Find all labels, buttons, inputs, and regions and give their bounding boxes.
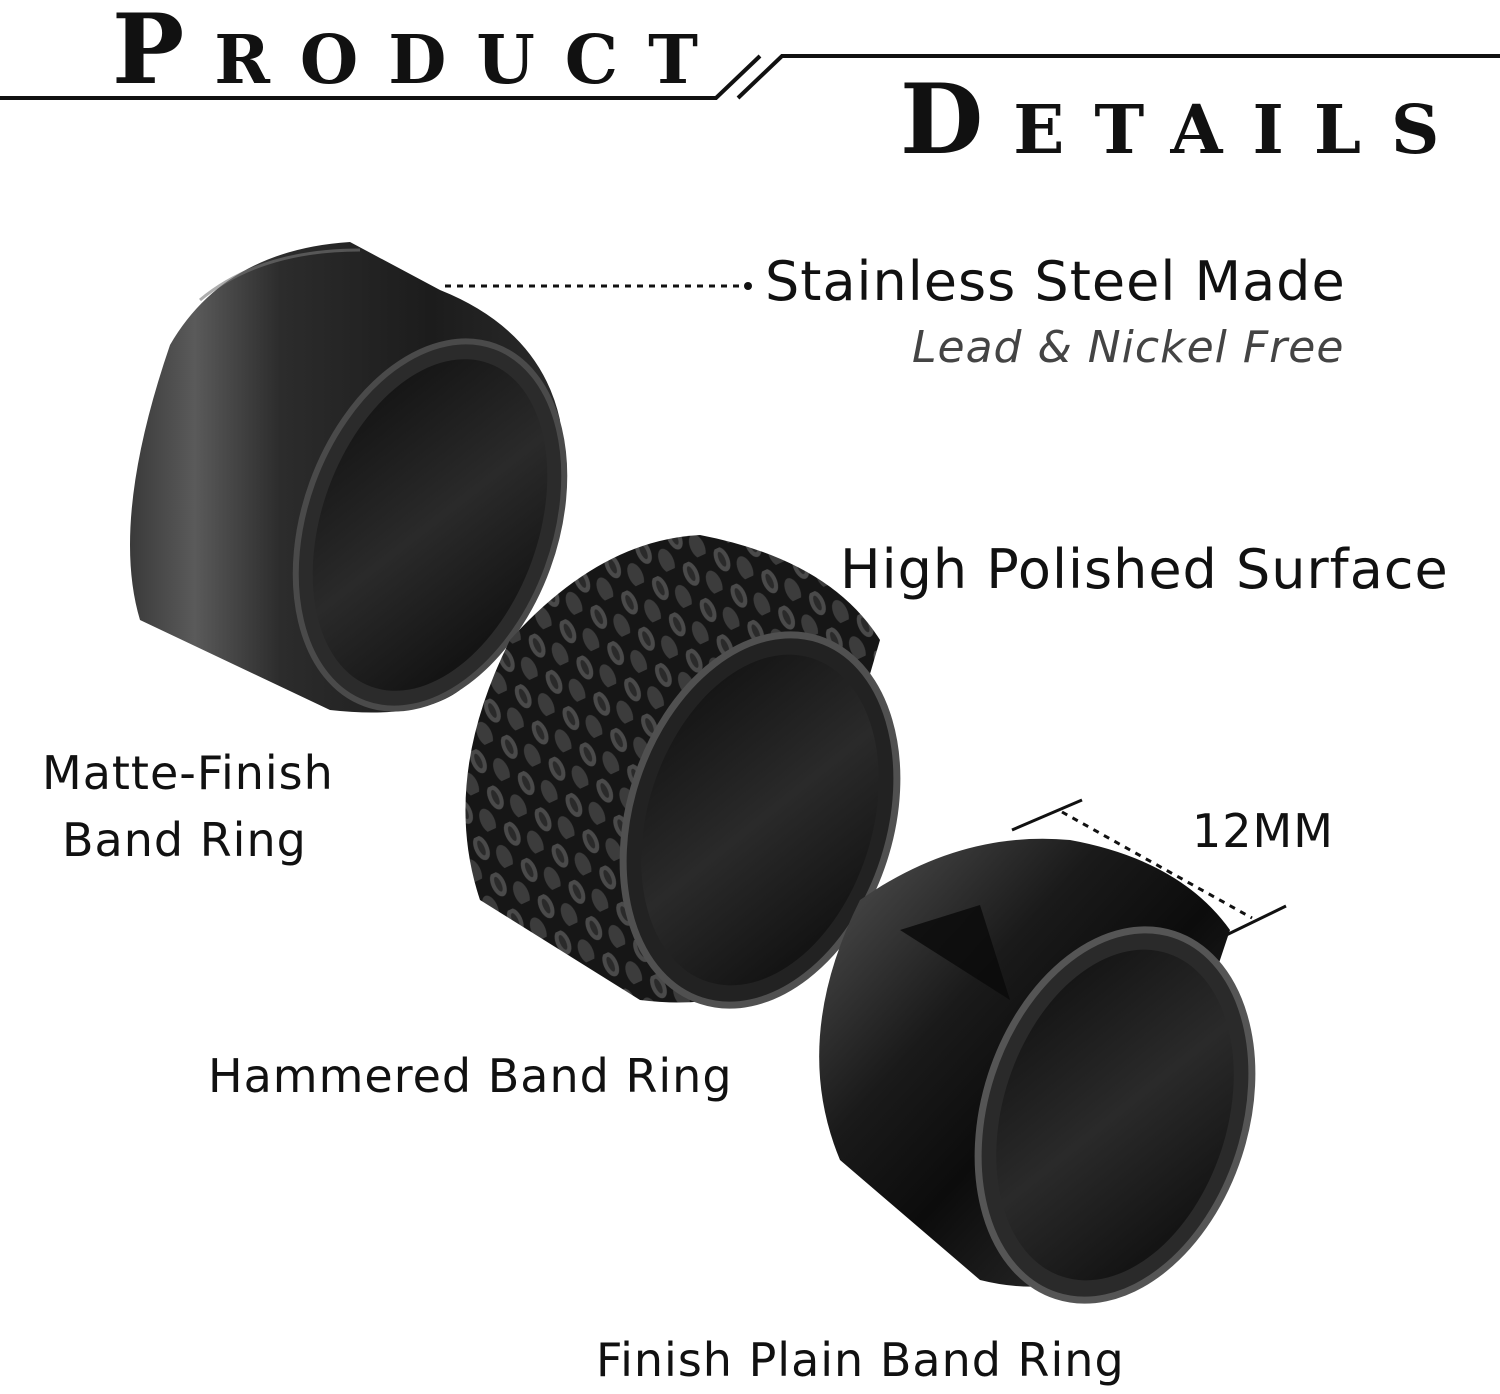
label-matte-ring: Matte-Finish Band Ring <box>42 740 334 873</box>
plain-band-ring <box>819 838 1256 1304</box>
feature-material: Stainless Steel Made <box>765 250 1346 313</box>
dimension-width-label: 12MM <box>1192 804 1334 858</box>
label-matte-line2: Band Ring <box>62 812 307 867</box>
header-rule-right <box>736 54 1500 100</box>
title-details: Details <box>900 63 1470 176</box>
hammered-band-ring <box>465 535 901 1009</box>
label-plain-ring: Finish Plain Band Ring <box>596 1333 1125 1387</box>
feature-material-note: Lead & Nickel Free <box>912 322 1345 373</box>
width-dimension-marker <box>1011 798 1287 942</box>
feature-surface: High Polished Surface <box>840 538 1449 601</box>
header-rule-left <box>0 54 762 100</box>
label-hammered-ring: Hammered Band Ring <box>208 1049 733 1103</box>
matte-band-ring <box>130 242 568 713</box>
title-product: Product <box>112 0 728 106</box>
material-leader-dot <box>744 282 752 290</box>
label-matte-line1: Matte-Finish <box>42 746 334 800</box>
